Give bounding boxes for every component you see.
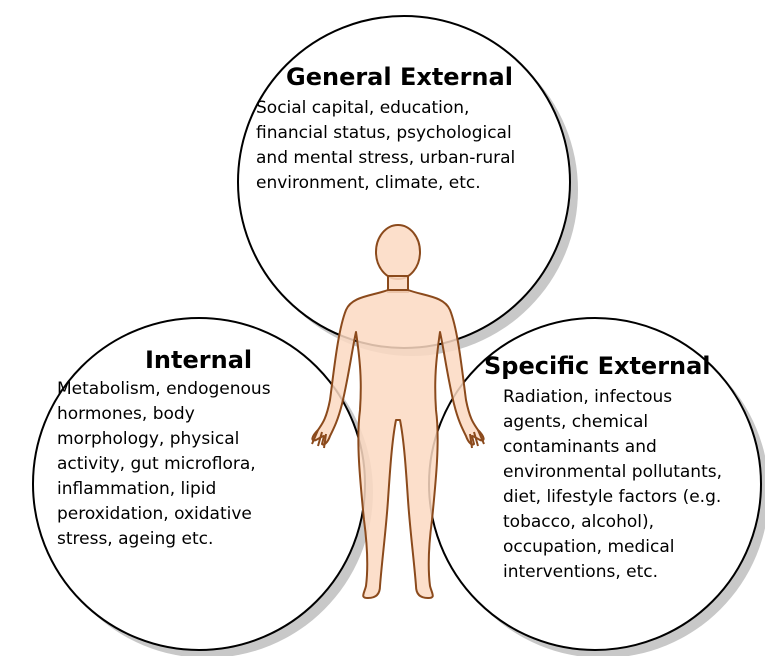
internal-line: peroxidation, oxidative bbox=[57, 504, 252, 524]
internal-line: morphology, physical bbox=[57, 429, 240, 449]
internal-line: stress, ageing etc. bbox=[57, 529, 214, 549]
general-external-line: and mental stress, urban-rural bbox=[256, 148, 516, 168]
internal-line: activity, gut microflora, bbox=[57, 454, 256, 474]
internal-text: Internal Metabolism, endogenous hormones… bbox=[57, 345, 317, 552]
internal-lines: Metabolism, endogenous hormones, body mo… bbox=[57, 377, 317, 552]
general-external-title: General External bbox=[286, 63, 513, 91]
general-external-line: financial status, psychological bbox=[256, 123, 512, 143]
internal-title: Internal bbox=[145, 346, 253, 374]
specific-external-line: Radiation, infectous bbox=[503, 387, 673, 407]
specific-external-line: environmental pollutants, bbox=[503, 462, 723, 482]
specific-external-line: occupation, medical bbox=[503, 537, 675, 557]
internal-line: inflammation, lipid bbox=[57, 479, 217, 499]
general-external-text: General External Social capital, educati… bbox=[256, 62, 556, 196]
general-external-lines: Social capital, education, financial sta… bbox=[256, 96, 556, 196]
general-external-line: environment, climate, etc. bbox=[256, 173, 481, 193]
specific-external-text: Specific External Radiation, infectous a… bbox=[484, 351, 744, 585]
circles bbox=[32, 15, 762, 651]
general-external-line: Social capital, education, bbox=[256, 98, 470, 118]
specific-external-line: tobacco, alcohol), bbox=[503, 512, 654, 532]
specific-external-line: interventions, etc. bbox=[503, 562, 659, 582]
specific-external-title: Specific External bbox=[484, 352, 711, 380]
specific-external-line: agents, chemical bbox=[503, 412, 649, 432]
internal-line: Metabolism, endogenous bbox=[57, 379, 271, 399]
human-body-icon bbox=[311, 224, 485, 599]
specific-external-lines: Radiation, infectous agents, chemical co… bbox=[503, 385, 744, 585]
specific-external-line: contaminants and bbox=[503, 437, 657, 457]
internal-line: hormones, body bbox=[57, 404, 195, 424]
specific-external-line: diet, lifestyle factors (e.g. bbox=[503, 487, 722, 507]
